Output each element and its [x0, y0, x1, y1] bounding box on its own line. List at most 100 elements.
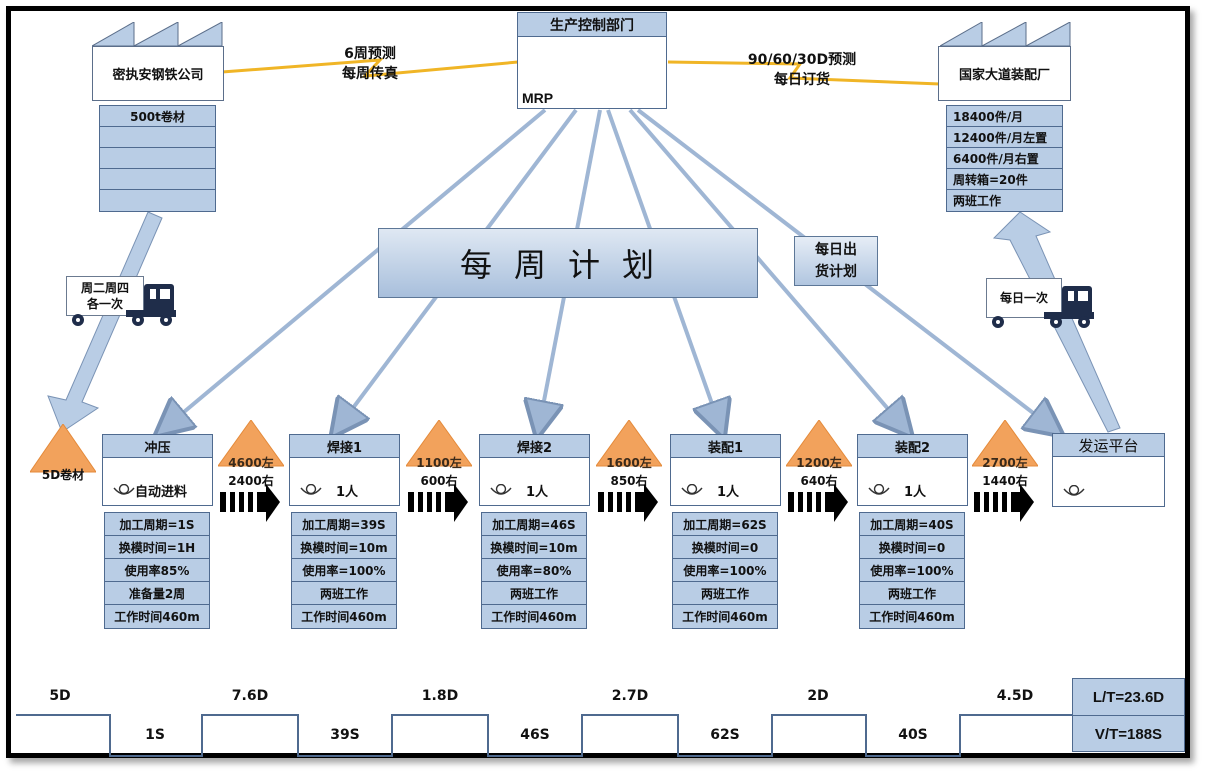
process-name: 装配1: [671, 435, 780, 458]
inventory-left-qty: 4600左: [228, 456, 274, 470]
process-data-row: 换模时间=0: [673, 536, 777, 559]
raw-inventory-label: 5D卷材: [41, 468, 85, 482]
process-box: 装配1 1人: [670, 434, 781, 506]
inventory-triangle-icon: [595, 419, 663, 467]
production-control-title: 生产控制部门: [518, 13, 666, 37]
process-data-row: 换模时间=10m: [292, 536, 396, 559]
push-arrow-icon: [598, 484, 658, 522]
timeline-process-time: 62S: [710, 727, 740, 743]
inbound-truck: 周二周四各一次: [66, 276, 186, 328]
forecast-label: 6周预测: [344, 46, 396, 62]
timeline-process-time: 46S: [520, 727, 550, 743]
process-data-row: 加工周期=40S: [860, 513, 964, 536]
inventory-left-qty: 1600左: [606, 456, 652, 470]
inventory-triangle-icon: [405, 419, 473, 467]
process-data-row: 两班工作: [292, 582, 396, 605]
process-data-row: 工作时间460m: [682, 610, 768, 624]
supplier-inventory-row: [100, 148, 215, 169]
outbound-truck-label: 每日一次: [986, 278, 1062, 318]
schedule-arrow-assy2: [628, 108, 908, 432]
truck-schedule-line: 每日一次: [999, 291, 1048, 305]
truck-icon: [992, 286, 1094, 328]
timeline-wait-time: 2D: [807, 688, 829, 704]
process-box: 焊接1 1人: [289, 434, 400, 506]
inventory-triangle-icon: [785, 419, 853, 467]
supplier-inventory-row: [100, 127, 215, 148]
supplier-inventory-row: [100, 169, 215, 190]
raw-inventory: 5D卷材: [29, 423, 97, 482]
timeline-wait-time: 5D: [49, 688, 71, 704]
inventory-right-qty: 850右: [610, 474, 648, 488]
process-data-row: 使用率=100%: [860, 559, 964, 582]
operator-label: 自动进料: [135, 485, 188, 500]
operator-label: 1人: [717, 485, 740, 500]
process-box: 冲压 自动进料: [102, 434, 213, 506]
customer-data-row: 18400件/月: [947, 106, 1062, 127]
process-name: 焊接2: [480, 435, 589, 458]
timeline-process-time: 39S: [330, 727, 360, 743]
daily-ship-plan-line: 货计划: [815, 264, 857, 280]
process-data-row: 准备量2周: [105, 582, 209, 605]
process-name: 焊接1: [290, 435, 399, 458]
operator-label: 1人: [336, 485, 359, 500]
wip-inventory: 1100左 600右: [405, 419, 473, 524]
process-data-row: 工作时间460m: [869, 610, 955, 624]
customer-data-box: 18400件/月 12400件/月左置 6400件/月右置 周转箱=20件 两班…: [946, 105, 1063, 212]
operator-icon: [490, 483, 512, 495]
mrp-label: MRP: [522, 90, 554, 106]
supplier-factory-roof: [90, 21, 224, 47]
process-data-row: 加工周期=1S: [105, 513, 209, 536]
timeline-process-time: 40S: [898, 727, 928, 743]
supplier-inventory-row: [100, 190, 215, 211]
supplier-info-label: 6周预测 每周传真: [322, 44, 418, 84]
info-flow-customer: [667, 60, 941, 86]
wip-inventory: 2700左 1440右: [971, 419, 1039, 524]
shipping-dock-title: 发运平台: [1053, 434, 1164, 457]
process-data-row: 换模时间=0: [860, 536, 964, 559]
wip-inventory: 1600左 850右: [595, 419, 663, 524]
customer-info-label: 90/60/30D预测 每日订货: [738, 50, 866, 90]
timeline-wait-time: 1.8D: [421, 688, 459, 704]
process-data-row: 工作时间460m: [301, 610, 387, 624]
timeline-process-time: 1S: [145, 727, 165, 743]
info-flow-supplier: [221, 58, 519, 78]
lead-time-total: L/T=23.6D: [1073, 679, 1184, 716]
supplier-factory: 密执安钢铁公司: [92, 46, 224, 101]
process-data-row: 加工周期=62S: [673, 513, 777, 536]
customer-name: 国家大道装配厂: [958, 68, 1050, 83]
push-arrow-icon: [408, 484, 468, 522]
truck-icon: [72, 284, 176, 326]
push-arrow-icon: [974, 484, 1034, 522]
weekly-plan-label: 每周计划: [459, 246, 676, 284]
inventory-left-qty: 1200左: [796, 456, 842, 470]
daily-ship-plan-box: 每日出 货计划: [794, 236, 878, 286]
wip-inventory: 1200左 640右: [785, 419, 853, 524]
inventory-left-qty: 1100左: [416, 456, 462, 470]
process-data-row: 使用率85%: [105, 559, 209, 582]
operator-icon: [681, 483, 703, 495]
value-added-time-total: V/T=188S: [1094, 725, 1163, 743]
customer-factory: 国家大道装配厂: [938, 46, 1071, 101]
customer-factory-roof: [938, 21, 1072, 47]
timeline-line: [16, 714, 1072, 757]
process-data-row: 换模时间=10m: [482, 536, 586, 559]
timeline-wait-time: 4.5D: [996, 688, 1034, 704]
truck-schedule-line: 各一次: [86, 297, 123, 311]
process-name: 冲压: [103, 435, 212, 458]
customer-data-row: 两班工作: [953, 194, 1002, 208]
inventory-triangle-icon: [971, 419, 1039, 467]
truck-schedule-line: 周二周四: [80, 281, 129, 295]
push-arrow-icon: [788, 484, 848, 522]
operator-icon: [113, 483, 135, 495]
operator-icon: [1063, 485, 1085, 496]
process-data-row: 使用率=100%: [673, 559, 777, 582]
inbound-material-arrow: [47, 211, 163, 433]
customer-data-row: 12400件/月左置: [947, 127, 1062, 148]
timeline-wait-time: 7.6D: [231, 688, 269, 704]
process-data-row: 加工周期=46S: [482, 513, 586, 536]
process-box: 装配2 1人: [857, 434, 968, 506]
